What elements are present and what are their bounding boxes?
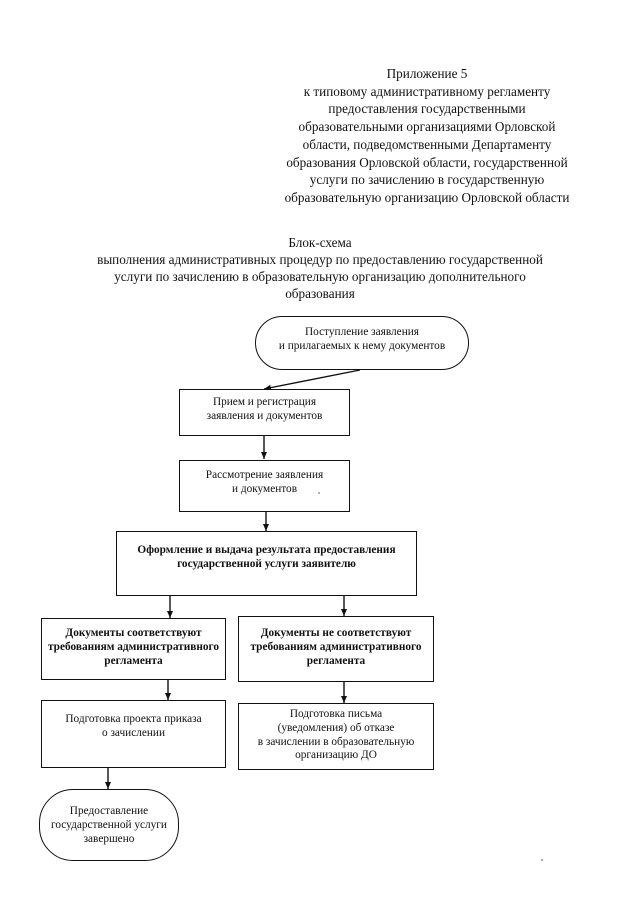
- noncompliant-line: Документы не соответствуют: [260, 627, 412, 639]
- start-node-line: и прилагаемых к нему документов: [278, 339, 446, 352]
- arrow-start-to-reception: [263, 369, 361, 391]
- compliant-line: Документы соответствуют: [65, 627, 202, 639]
- refusal-letter-line: (уведомления) об отказе: [277, 721, 395, 734]
- review-step-line: и документов: [231, 482, 298, 495]
- noncompliant-line: регламента: [306, 654, 366, 667]
- start-node-line: Поступление заявления: [305, 326, 419, 338]
- noncompliant-documents-step: Документы не соответствуют требованиям а…: [238, 616, 434, 682]
- appendix-line: предоставления государственными: [328, 101, 526, 117]
- reception-step: Прием и регистрация заявления и документ…: [179, 389, 350, 436]
- appendix-line: Приложение 5: [386, 66, 468, 81]
- compliant-documents-step: Документы соответствуют требованиям адми…: [41, 618, 226, 680]
- refusal-letter-line: Подготовка письма: [289, 708, 383, 720]
- reception-step-line: Прием и регистрация: [212, 396, 317, 408]
- reception-step-line: заявления и документов: [206, 409, 323, 422]
- end-node-line: завершено: [83, 832, 135, 845]
- refusal-letter-line: организацию ДО: [295, 749, 377, 762]
- appendix-line: области, подведомственными Департаменту: [302, 136, 552, 152]
- title-line: услуги по зачислению в образовательную о…: [114, 269, 526, 284]
- issue-result-step: Оформление и выдача результата предостав…: [116, 531, 417, 596]
- appendix-header: Приложение 5 к типовому административном…: [262, 65, 592, 207]
- noncompliant-line: требованиям административного: [250, 640, 422, 653]
- end-node-line: государственной услуги: [51, 818, 167, 831]
- compliant-line: требованиям административного: [48, 640, 219, 653]
- start-node: Поступление заявления и прилагаемых к не…: [255, 316, 469, 370]
- order-draft-step: Подготовка проекта приказа о зачислении: [41, 700, 226, 768]
- issue-result-line: государственной услуги заявителю: [177, 557, 356, 570]
- document-title: Блок-схема выполнения административных п…: [60, 234, 580, 302]
- appendix-line: к типовому административному регламенту: [303, 83, 551, 99]
- issue-result-line: Оформление и выдача результата предостав…: [137, 544, 396, 556]
- appendix-line: услуги по зачислению в государственную: [309, 172, 545, 188]
- title-line: образования: [285, 286, 355, 301]
- scan-speck: [541, 859, 543, 861]
- end-node-line: Предоставление: [69, 805, 149, 817]
- scan-speck: [318, 492, 320, 494]
- review-step-line: Рассмотрение заявления: [205, 469, 324, 481]
- appendix-line: образовательную организацию Орловской об…: [284, 189, 570, 205]
- title-line: Блок-схема: [288, 235, 352, 250]
- compliant-line: регламента: [104, 654, 163, 667]
- review-step: Рассмотрение заявления и документов: [179, 460, 350, 512]
- order-draft-line: Подготовка проекта приказа: [65, 713, 202, 725]
- order-draft-line: о зачислении: [101, 726, 166, 739]
- title-line: выполнения административных процедур по …: [97, 252, 543, 267]
- end-node: Предоставление государственной услуги за…: [39, 789, 179, 861]
- refusal-letter-step: Подготовка письма (уведомления) об отказ…: [238, 703, 434, 770]
- appendix-line: образовательными организациями Орловской: [298, 119, 556, 135]
- appendix-line: образования Орловской области, государст…: [286, 154, 568, 170]
- refusal-letter-line: в зачислении в образовательную: [257, 735, 415, 748]
